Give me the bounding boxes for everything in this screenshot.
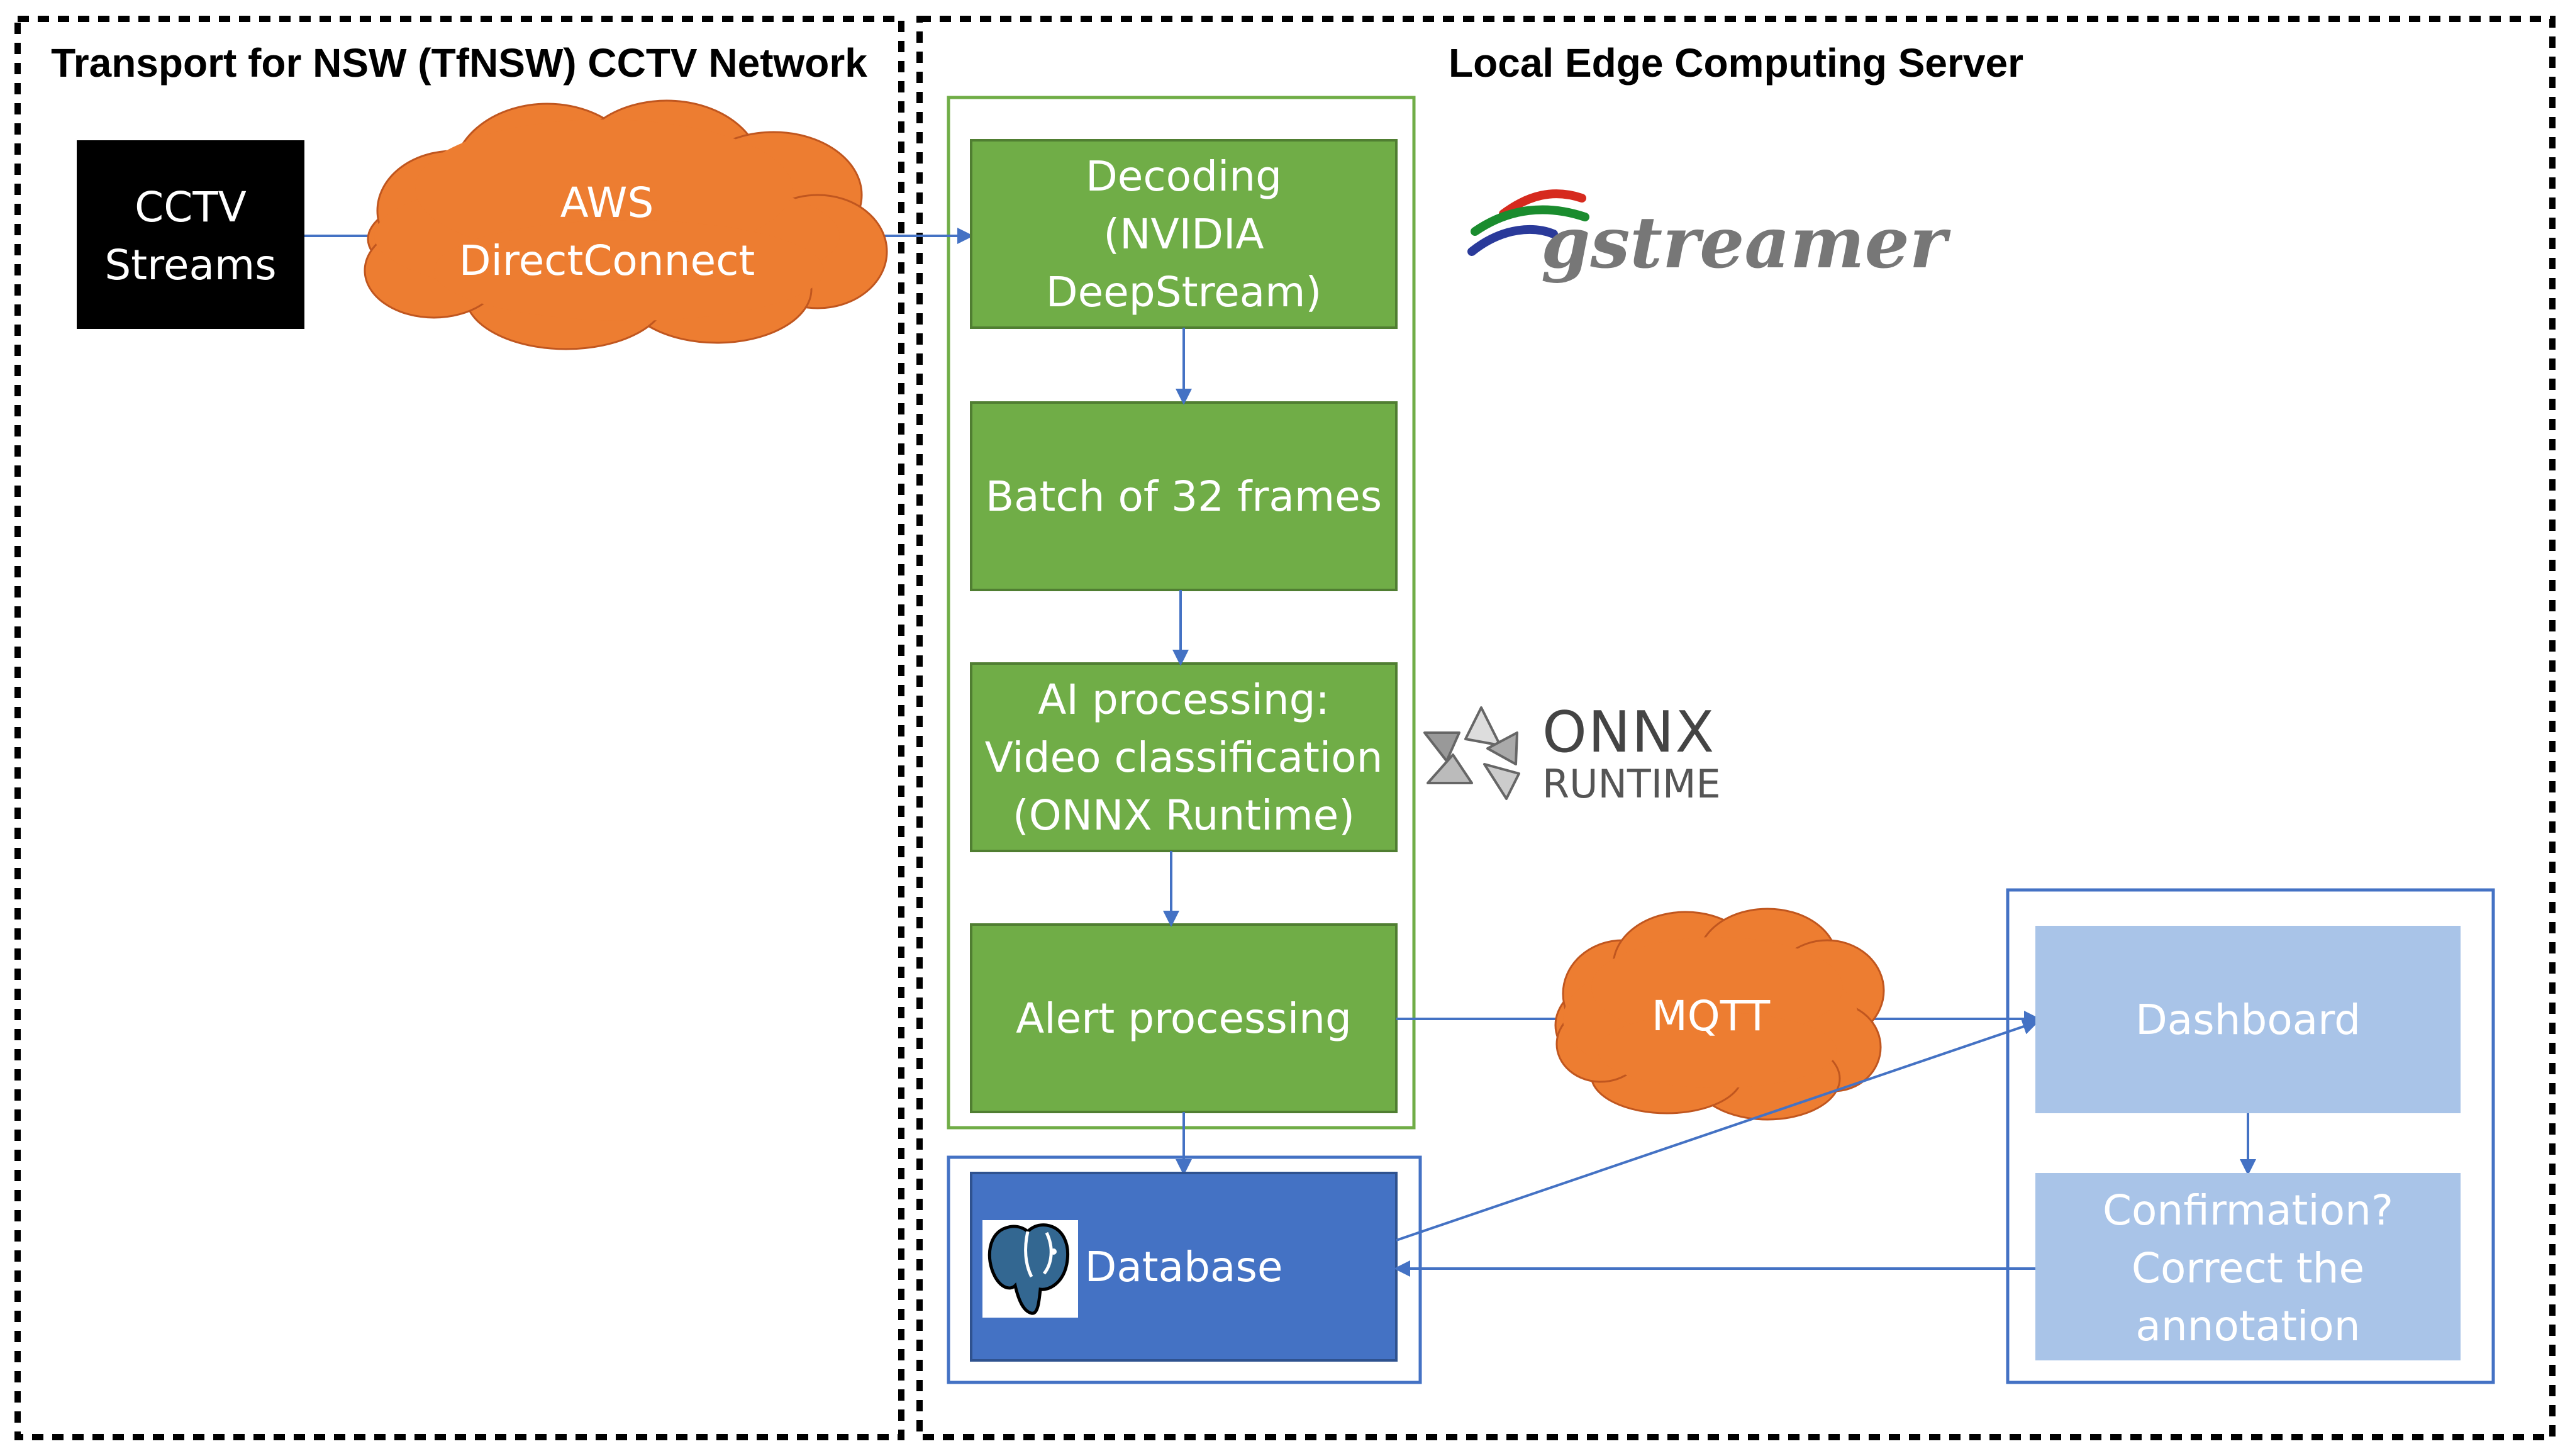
- batch-node: Batch of 32 frames: [970, 401, 1398, 591]
- database-to-dashboard-arrow: [1396, 1018, 2039, 1242]
- cctv-line-2: Streams: [104, 241, 276, 289]
- onnx-wordmark: ONNX: [1542, 699, 1715, 765]
- aws-directconnect-cloud: AWS DirectConnect: [364, 99, 888, 350]
- confirmation-line-1: Confirmation?: [2103, 1186, 2393, 1235]
- decoding-line-3: DeepStream): [1046, 268, 1321, 316]
- ai-line-2: Video classification: [985, 733, 1383, 782]
- onnx-runtime-wordmark: RUNTIME: [1542, 761, 1721, 807]
- confirmation-line-2: Correct the: [2132, 1244, 2364, 1292]
- cctv-streams-node: CCTV Streams: [77, 140, 304, 329]
- pipeline-container: [947, 96, 1416, 1130]
- dashboard-container: [2006, 888, 2495, 1384]
- dashboard-node: Dashboard: [2035, 926, 2461, 1113]
- tfnsw-region-title: Transport for NSW (TfNSW) CCTV Network: [51, 40, 867, 86]
- batch-label: Batch of 32 frames: [986, 472, 1382, 521]
- aws-line-1: AWS: [560, 179, 654, 227]
- mqtt-label: MQTT: [1652, 992, 1771, 1040]
- decoding-node: Decoding (NVIDIA DeepStream): [970, 139, 1398, 329]
- ai-processing-node: AI processing: Video classification (ONN…: [970, 662, 1398, 852]
- dashboard-label: Dashboard: [2135, 996, 2361, 1044]
- ai-line-3: (ONNX Runtime): [1013, 791, 1355, 840]
- confirmation-line-3: annotation: [2135, 1302, 2360, 1350]
- decoding-line-2: (NVIDIA: [1103, 210, 1264, 258]
- confirmation-node: Confirmation? Correct the annotation: [2035, 1173, 2461, 1360]
- cctv-line-1: CCTV: [135, 183, 247, 231]
- alert-processing-node: Alert processing: [970, 923, 1398, 1113]
- gstreamer-wordmark: gstreamer: [1541, 202, 1951, 284]
- decoding-line-1: Decoding: [1086, 152, 1282, 201]
- mqtt-cloud: MQTT: [1554, 908, 1885, 1121]
- alert-label: Alert processing: [1016, 994, 1352, 1043]
- edge-region-title: Local Edge Computing Server: [1449, 40, 2023, 86]
- aws-line-2: DirectConnect: [459, 236, 755, 285]
- onnx-runtime-logo-icon: ONNX RUNTIME: [1421, 699, 1721, 807]
- postgresql-elephant-icon: [982, 1220, 1078, 1318]
- database-label: Database: [1085, 1243, 1283, 1291]
- tfnsw-region-boundary: [14, 16, 904, 1440]
- ai-line-1: AI processing:: [1038, 675, 1330, 724]
- edge-server-region-boundary: [916, 16, 2556, 1440]
- gstreamer-logo-icon: gstreamer: [1467, 189, 1951, 284]
